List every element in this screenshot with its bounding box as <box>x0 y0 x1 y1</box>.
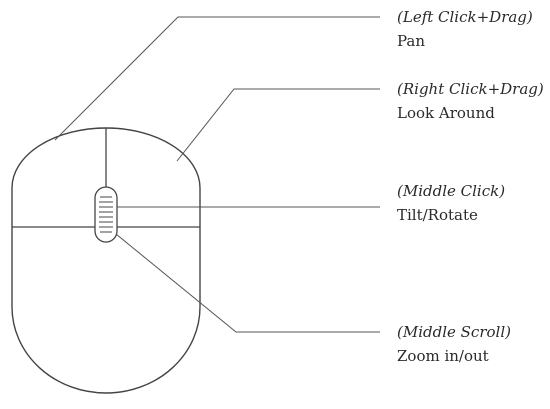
leader-line-right-click <box>176 88 380 162</box>
annotation-effect: Pan <box>397 32 426 50</box>
scroll-wheel-icon <box>94 186 118 243</box>
annotation-action: (Middle Click) <box>397 182 506 200</box>
annotation-middle-click: (Middle Click) Tilt/Rotate <box>397 182 505 224</box>
annotation-effect: Look Around <box>397 104 495 122</box>
annotation-left-click: (Left Click+Drag) Pan <box>397 8 533 50</box>
annotation-effect: Zoom in/out <box>397 347 489 365</box>
annotation-right-click: (Right Click+Drag) Look Around <box>397 80 544 122</box>
annotation-action: (Right Click+Drag) <box>397 80 544 98</box>
annotation-middle-scroll: (Middle Scroll) Zoom in/out <box>397 323 511 365</box>
leader-line-middle-scroll <box>115 233 380 333</box>
mouse-icon <box>11 127 201 394</box>
annotation-action: (Middle Scroll) <box>397 323 511 341</box>
leader-line-left-click <box>54 16 380 141</box>
annotation-action: (Left Click+Drag) <box>397 8 533 26</box>
annotation-effect: Tilt/Rotate <box>397 206 478 224</box>
